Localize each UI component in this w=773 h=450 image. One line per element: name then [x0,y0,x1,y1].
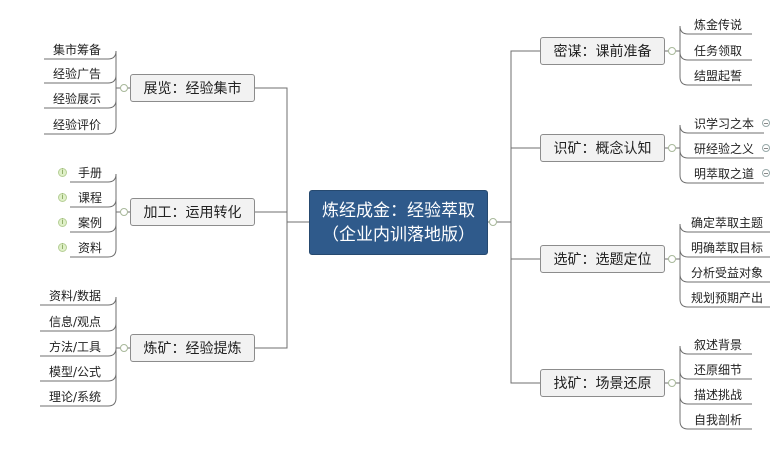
branch-find[interactable]: 找矿：场景还原 [540,369,665,397]
leaf-exp-ad[interactable]: 经验广告 [52,66,101,81]
leaf-manual[interactable]: 手册 [77,165,102,180]
leaf-link [40,296,117,348]
expand-dot[interactable] [120,344,128,352]
branch-identify[interactable]: 识矿：概念认知 [540,134,665,162]
leaf-market-prep[interactable]: 集市筹备 [52,42,101,57]
leaf-link [40,348,117,407]
expand-dot[interactable] [668,144,676,152]
leaf-exp-meaning[interactable]: 研经验之义 [693,141,754,156]
leaf-link [679,345,752,383]
leaf-link [679,259,770,308]
leaf-legend[interactable]: 炼金传说 [693,17,742,32]
leaf-link [679,124,764,148]
leaf-output[interactable]: 规划预期产出 [690,290,763,305]
leaf-learn-root[interactable]: 识学习之本 [693,116,754,131]
expand-dot[interactable] [668,379,676,387]
collapse-icon[interactable] [762,119,770,127]
expand-dot[interactable] [668,255,676,263]
leaf-extract-way[interactable]: 明萃取之道 [693,166,754,181]
leaf-model[interactable]: 模型/公式 [48,364,102,379]
leaf-challenge[interactable]: 描述挑战 [693,387,742,402]
leaf-link [679,248,770,259]
info-icon[interactable]: i [58,218,67,227]
leaf-link [70,173,117,212]
leaf-oath[interactable]: 结盟起誓 [693,68,742,83]
leaf-link [679,383,752,430]
collapse-icon[interactable] [762,169,770,177]
leaf-info[interactable]: 信息/观点 [48,314,102,329]
leaf-detail[interactable]: 还原细节 [693,362,742,377]
leaf-link [679,51,752,86]
expand-dot[interactable] [668,47,676,55]
root-branch-link [255,87,288,222]
branch-plan[interactable]: 密谋：课前准备 [540,37,665,65]
leaf-theory[interactable]: 理论/系统 [48,389,102,404]
leaf-data[interactable]: 资料/数据 [48,288,102,303]
root-branch-link [510,222,540,384]
expand-dot[interactable] [120,208,128,216]
leaf-case[interactable]: 案例 [77,215,102,230]
leaf-task[interactable]: 任务领取 [693,43,742,58]
leaf-material[interactable]: 资料 [77,240,102,255]
root-branch-link [510,50,540,222]
info-icon[interactable]: i [58,193,67,202]
leaf-link [44,74,117,88]
leaf-link [679,370,752,383]
leaf-background[interactable]: 叙述背景 [693,337,742,352]
leaf-link [679,223,770,259]
leaf-link [44,88,117,135]
leaf-exp-eval[interactable]: 经验评价 [52,117,101,132]
leaf-method[interactable]: 方法/工具 [48,339,102,354]
leaf-link [40,322,117,348]
branch-refine[interactable]: 炼矿：经验提炼 [130,334,255,362]
info-icon[interactable]: i [58,243,67,252]
leaf-link [70,198,117,212]
leaf-link [679,148,764,184]
leaf-self-analysis[interactable]: 自我剖析 [693,412,742,427]
leaf-audience[interactable]: 分析受益对象 [690,265,763,280]
leaf-link [44,50,117,88]
root-branch-link [510,147,540,222]
branch-exhibit[interactable]: 展览：经验集市 [130,74,255,102]
leaf-link [679,25,752,51]
leaf-topic[interactable]: 确定萃取主题 [690,215,763,230]
root-title-line1: 炼经成金：经验萃取 [322,200,475,221]
root-branch-link [255,211,288,222]
leaf-link [70,212,117,258]
expand-dot[interactable] [489,218,497,226]
root-branch-link [510,222,540,260]
expand-dot[interactable] [120,84,128,92]
collapse-icon[interactable] [762,144,770,152]
leaf-goal[interactable]: 明确萃取目标 [690,240,763,255]
root-branch-link [255,222,288,349]
root-topic[interactable]: 炼经成金：经验萃取 （企业内训落地版） [309,190,488,255]
leaf-exp-show[interactable]: 经验展示 [52,91,101,106]
branch-process[interactable]: 加工：运用转化 [130,198,255,226]
branch-select[interactable]: 选矿：选题定位 [540,245,665,273]
leaf-course[interactable]: 课程 [77,190,102,205]
root-title-line2: （企业内训落地版） [322,224,475,245]
info-icon[interactable]: i [58,168,67,177]
